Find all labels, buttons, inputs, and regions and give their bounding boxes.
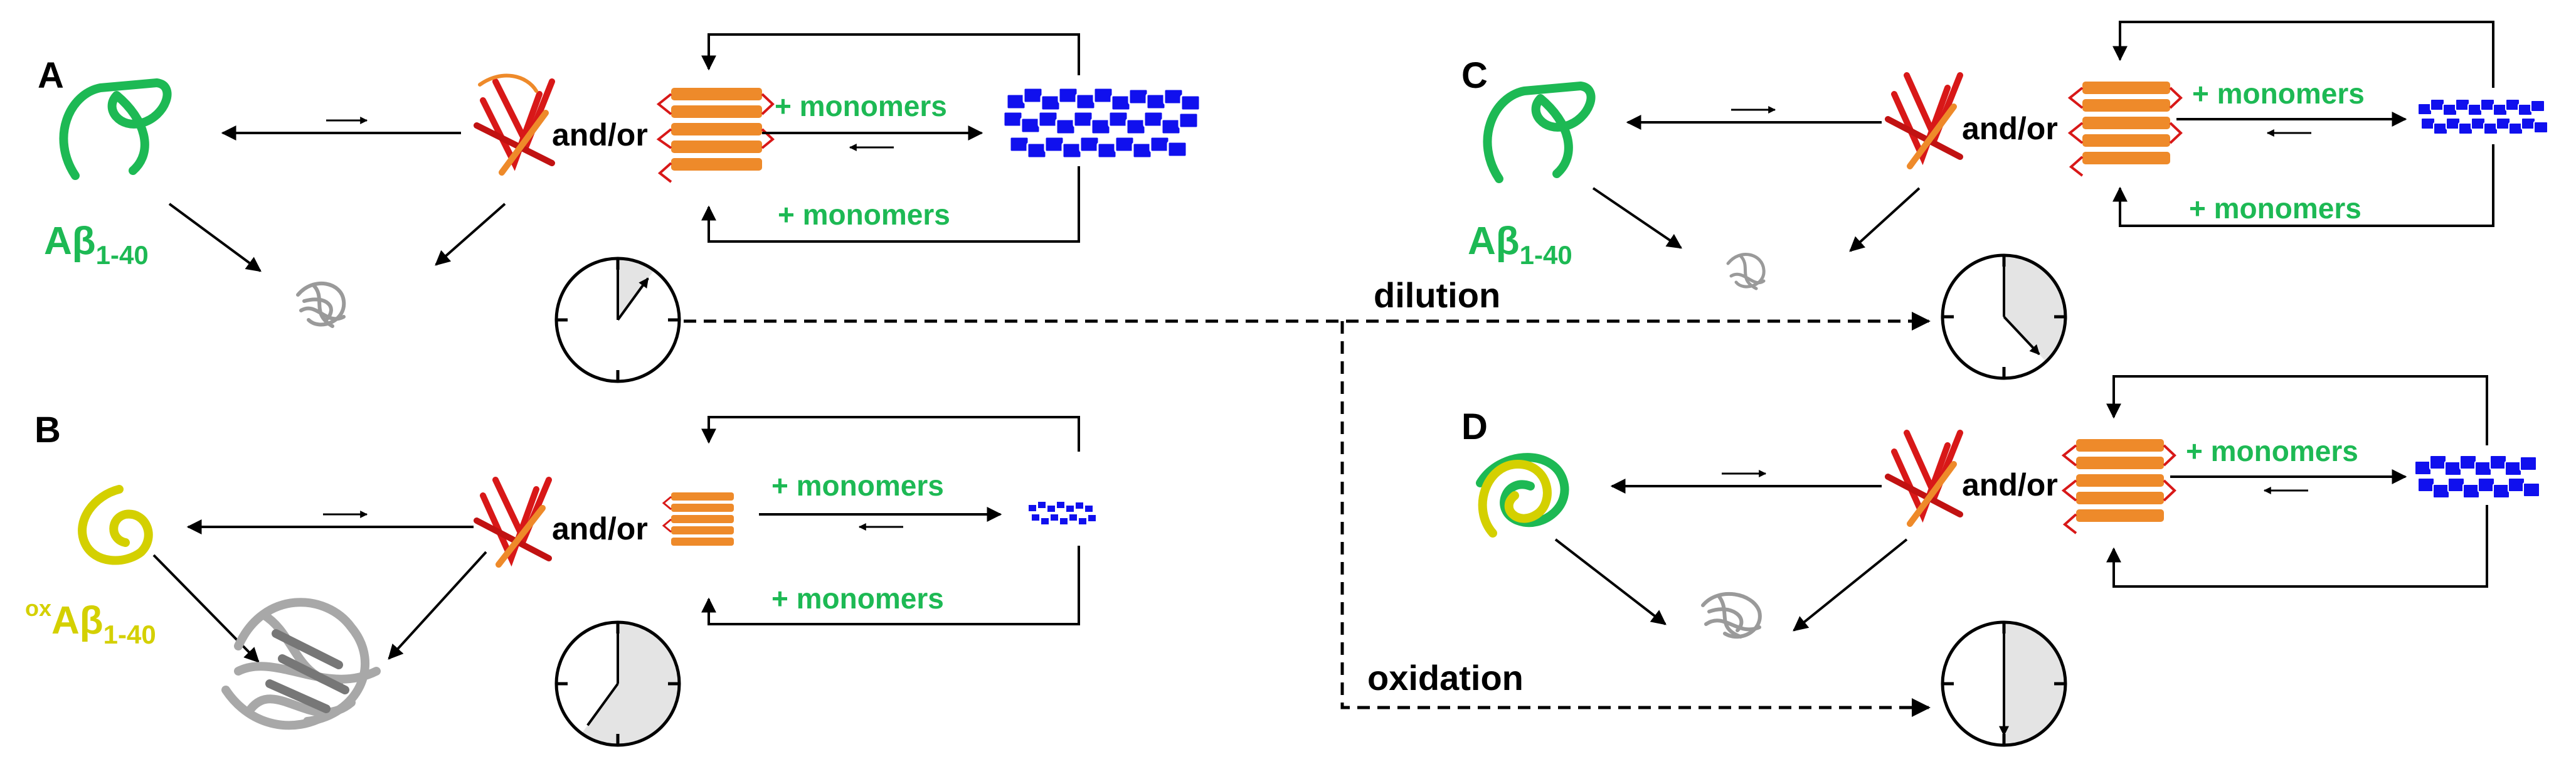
panel-c-upper-feedback-loop xyxy=(2112,21,2494,88)
fibril-large-blue-icon xyxy=(1002,87,1201,159)
oxidation-label: oxidation xyxy=(1367,658,1524,698)
panel-b-monomer-label: oxAβ1-40 xyxy=(25,595,156,649)
panel-c-monomer-label: Aβ1-40 xyxy=(1468,220,1572,270)
clock-c-icon xyxy=(1941,253,2067,380)
panel-d-letter: D xyxy=(1461,406,1488,447)
clock-b-icon xyxy=(554,620,681,747)
d-oligomer-red-icon xyxy=(1885,430,1963,527)
dashed-connector-oxidation xyxy=(1340,321,1931,717)
arrow-monomer-to-amorphous xyxy=(168,203,262,272)
panel-b-upper-feedback-loop xyxy=(701,416,1080,452)
amorphous-aggregate-large-icon xyxy=(221,598,381,730)
panel-d-andor: and/or xyxy=(1962,467,2058,502)
panel-c-letter: C xyxy=(1461,55,1488,96)
panel-d-upper-monomers-label: + monomers xyxy=(2186,435,2358,467)
c-beta-sheet-stack-icon xyxy=(2067,82,2183,177)
panel-a-lower-feedback-loop xyxy=(701,166,1080,243)
panel-c: C Aβ1-40 and/or xyxy=(1461,21,2548,380)
panel-a-andor: and/or xyxy=(552,117,648,152)
d-arrow-monomer-to-amorphous xyxy=(1554,538,1667,625)
panel-a: A Aβ1-40 and/or xyxy=(38,33,1201,383)
panel-a-upper-feedback-loop xyxy=(701,33,1080,75)
c-arrow-oligomer-to-amorphous xyxy=(1849,187,1921,252)
c-arrow-monomer-to-amorphous xyxy=(1592,187,1682,249)
dashed-connectors: dilution oxidation xyxy=(684,275,1931,717)
panel-a-monomer-label: Aβ1-40 xyxy=(44,220,149,270)
fibril-small-blue-icon xyxy=(1029,502,1096,524)
beta-sheet-stack-icon xyxy=(656,88,775,183)
panel-c-lower-monomers-label: + monomers xyxy=(2189,192,2361,225)
b-beta-sheet-small-icon xyxy=(662,492,734,546)
oxidized-monomer-yellow-icon xyxy=(78,485,153,565)
arrow-oligomer-to-amorphous xyxy=(435,203,506,266)
panel-a-upper-monomers-label: + monomers xyxy=(775,90,947,122)
amorphous-aggregate-small-icon xyxy=(296,282,346,328)
c-monomer-abeta-green-icon xyxy=(1483,82,1596,183)
panel-b-letter: B xyxy=(34,410,61,450)
panel-c-andor: and/or xyxy=(1962,111,2058,146)
d-amorphous-aggregate-icon xyxy=(1701,592,1762,639)
c-oligomer-red-icon xyxy=(1885,72,1963,169)
panel-b-lower-monomers-label: + monomers xyxy=(771,582,944,615)
panel-b-andor: and/or xyxy=(552,511,648,546)
panel-d: D and/or xyxy=(1461,375,2540,747)
c-amorphous-aggregate-small-icon xyxy=(1726,253,1766,290)
d-fibril-blue-icon xyxy=(2414,455,2540,499)
b-oligomer-red-icon xyxy=(474,477,552,568)
c-fibril-medium-blue-icon xyxy=(2417,98,2548,135)
clock-a-icon xyxy=(554,257,681,383)
panel-b-lower-feedback-loop xyxy=(701,546,1080,625)
oligomer-red-icon xyxy=(474,73,555,176)
panel-b-upper-monomers-label: + monomers xyxy=(771,469,944,502)
d-beta-sheet-stack-icon xyxy=(2061,439,2176,534)
panel-d-upper-feedback-loop xyxy=(2106,375,2488,445)
d-arrow-oligomer-to-amorphous xyxy=(1793,538,1908,632)
clock-d-icon xyxy=(1941,620,2067,747)
panel-c-upper-monomers-label: + monomers xyxy=(2192,77,2365,110)
panel-a-lower-monomers-label: + monomers xyxy=(778,198,950,231)
panel-c-lower-feedback-loop xyxy=(2112,144,2494,227)
dilution-label: dilution xyxy=(1374,275,1500,315)
mixed-monomer-green-yellow-icon xyxy=(1476,453,1569,538)
panel-a-letter: A xyxy=(38,55,64,96)
panel-b: B oxAβ1-40 xyxy=(25,410,1096,747)
b-arrow-oligomer-to-amorphous xyxy=(388,551,487,660)
panel-d-lower-feedback-loop xyxy=(2106,505,2488,588)
monomer-abeta-green-icon xyxy=(59,78,172,180)
